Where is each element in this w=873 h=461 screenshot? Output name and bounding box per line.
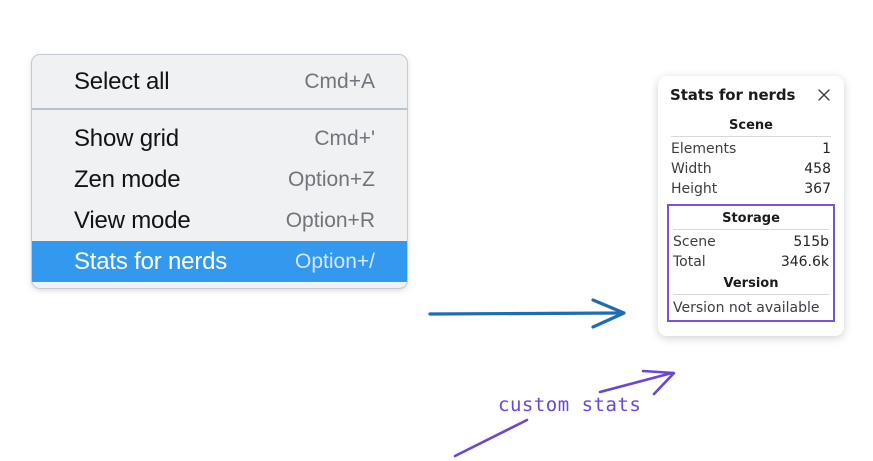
stat-value: 367	[804, 181, 831, 197]
menu-item-shortcut: Option+Z	[288, 167, 375, 191]
section-title: Version	[723, 276, 779, 291]
stat-value: 458	[804, 161, 831, 177]
stat-label: Scene	[673, 234, 716, 250]
stat-label: Total	[673, 254, 706, 270]
section-title: Scene	[729, 118, 773, 133]
blue-arrow-annotation	[428, 298, 626, 329]
menu-item-shortcut: Cmd+A	[304, 69, 375, 93]
section-divider	[673, 229, 829, 230]
stat-label: Elements	[671, 141, 737, 157]
stat-label: Width	[671, 161, 712, 177]
version-text: Version not available	[673, 300, 820, 316]
menu-item-label: Stats for nerds	[74, 247, 228, 275]
stat-value: 515b	[793, 234, 829, 250]
menu-item-label: Zen mode	[74, 165, 181, 193]
custom-stats-highlight-box: Storage Scene 515b Total 346.6k Version …	[667, 204, 835, 322]
close-icon[interactable]	[816, 87, 832, 103]
context-menu[interactable]: Select all Cmd+A Show grid Cmd+' Zen mod…	[31, 54, 408, 289]
menu-item-label: Select all	[74, 67, 170, 95]
section-divider	[671, 136, 831, 137]
stats-panel-header: Stats for nerds	[670, 86, 832, 104]
stat-row: Elements 1	[670, 139, 832, 159]
stats-section-storage: Storage Scene 515b Total 346.6k	[672, 207, 830, 272]
menu-group-1: Select all Cmd+A	[32, 61, 407, 110]
section-divider	[673, 294, 829, 295]
annotation-caption: custom stats	[498, 394, 642, 416]
section-title: Storage	[722, 211, 780, 226]
menu-group-2: Show grid Cmd+' Zen mode Option+Z View m…	[32, 110, 407, 288]
menu-item-shortcut: Option+/	[295, 249, 375, 273]
stat-row: Scene 515b	[672, 232, 830, 252]
stat-row: Width 458	[670, 159, 832, 179]
stats-section-scene: Scene Elements 1 Width 458 Height 367	[670, 114, 832, 199]
menu-item-zen-mode[interactable]: Zen mode Option+Z	[32, 159, 407, 200]
menu-item-show-grid[interactable]: Show grid Cmd+'	[32, 118, 407, 159]
menu-item-select-all[interactable]: Select all Cmd+A	[32, 61, 407, 102]
menu-item-stats-for-nerds[interactable]: Stats for nerds Option+/	[32, 241, 407, 282]
purple-underline-annotation	[453, 418, 529, 458]
stat-label: Height	[671, 181, 718, 197]
stats-panel: Stats for nerds Scene Elements 1 Width 4…	[658, 76, 844, 336]
panel-title: Stats for nerds	[670, 86, 796, 104]
menu-item-shortcut: Cmd+'	[314, 126, 375, 150]
menu-item-label: Show grid	[74, 124, 179, 152]
menu-item-label: View mode	[74, 206, 191, 234]
purple-arrow-annotation	[598, 369, 676, 396]
stat-row: Total 346.6k	[672, 252, 830, 272]
stat-value: 1	[822, 141, 831, 157]
stats-section-version: Version Version not available	[672, 272, 830, 316]
menu-item-shortcut: Option+R	[285, 208, 375, 232]
stat-row: Height 367	[670, 179, 832, 199]
menu-item-view-mode[interactable]: View mode Option+R	[32, 200, 407, 241]
stat-value: 346.6k	[780, 254, 829, 270]
